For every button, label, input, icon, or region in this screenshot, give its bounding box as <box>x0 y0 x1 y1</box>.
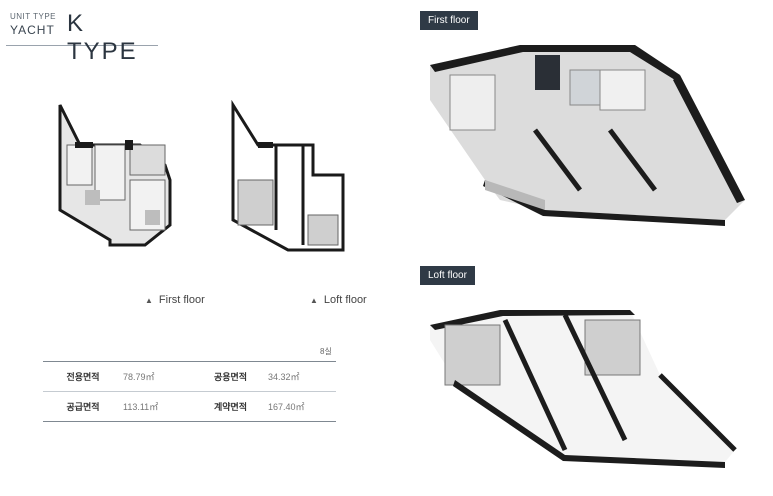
first-floor-caption: ▲First floor <box>145 294 205 306</box>
triangle-up-icon: ▲ <box>145 296 153 305</box>
table-row: 전용면적 78.79㎡ 공용면적 34.32㎡ <box>43 361 336 392</box>
unit-count-note: 8실 <box>320 347 332 356</box>
area-table: 전용면적 78.79㎡ 공용면적 34.32㎡ 공급면적 113.11㎡ 계약면… <box>43 361 336 422</box>
brand-label: YACHT <box>10 23 55 37</box>
triangle-up-icon: ▲ <box>310 296 318 305</box>
first-floor-3d-render <box>430 45 745 226</box>
first-floor-tag: First floor <box>420 11 478 30</box>
exclusive-area-label: 전용면적 <box>43 361 123 392</box>
title-block: UNIT TYPE YACHT K TYPE <box>6 10 158 65</box>
loft-floor-tag: Loft floor <box>420 266 475 285</box>
supply-area-value: 113.11㎡ <box>123 391 193 422</box>
contract-area-value: 167.40㎡ <box>268 391 336 422</box>
first-floor-plan <box>58 104 172 247</box>
loft-floor-3d-render <box>430 310 737 468</box>
loft-floor-plan <box>231 100 345 252</box>
contract-area-label: 계약면적 <box>193 391 268 422</box>
common-area-value: 34.32㎡ <box>268 361 336 392</box>
exclusive-area-value: 78.79㎡ <box>123 361 193 392</box>
supply-area-label: 공급면적 <box>43 391 123 422</box>
loft-floor-caption: ▲Loft floor <box>310 294 367 306</box>
table-row: 공급면적 113.11㎡ 계약면적 167.40㎡ <box>43 391 336 422</box>
page-title: K TYPE <box>67 10 138 65</box>
common-area-label: 공용면적 <box>193 361 268 392</box>
unit-type-label: UNIT TYPE <box>10 12 56 21</box>
